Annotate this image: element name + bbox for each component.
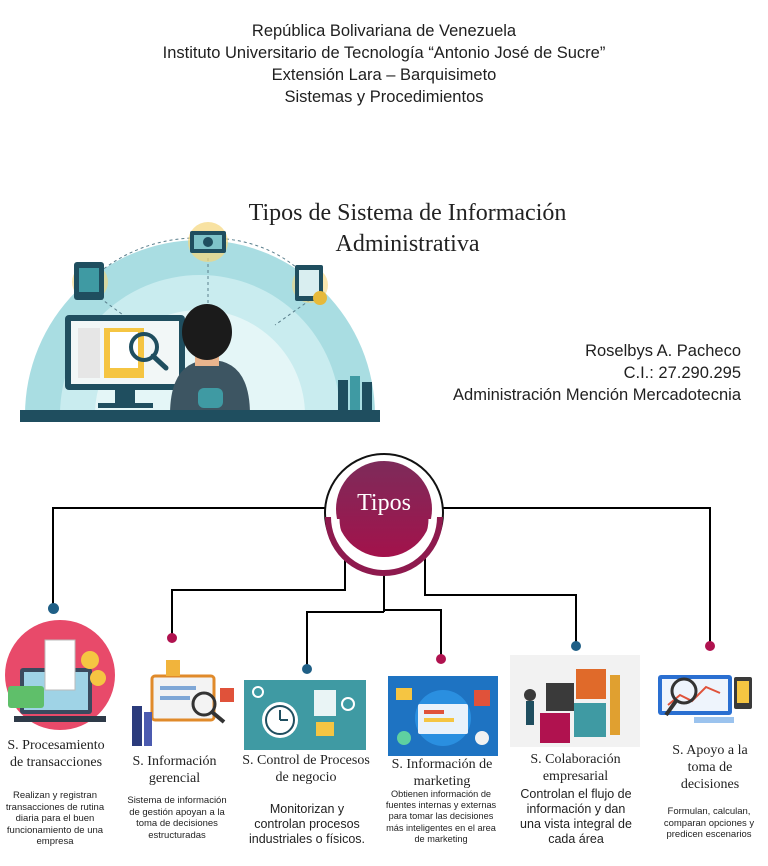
type-6-desc: Formulan, calculan, comparan opciones y …	[663, 806, 755, 840]
connector-dot-2	[167, 633, 177, 643]
type-6-title: S. Apoyo a la toma de decisiones	[672, 743, 748, 792]
type-3-desc: Monitorizan y controlan procesos industr…	[248, 802, 366, 846]
header-line-3: Extensión Lara – Barquisimeto	[271, 66, 497, 84]
transactions-illustration	[5, 620, 115, 730]
type-4-desc: Obtienen información de fuentes internas…	[385, 789, 497, 844]
type-2-desc: Sistema de información de gestión apoyan…	[127, 795, 227, 841]
type-5-desc: Controlan el flujo de información y dan …	[520, 787, 632, 846]
tipos-hub-circle	[324, 453, 444, 576]
collaboration-illustration	[510, 655, 640, 747]
title-line-2: Administrativa	[335, 231, 480, 257]
header-line-4: Sistemas y Procedimientos	[284, 88, 484, 106]
type-1-title: S. Procesamiento de transacciones	[7, 738, 105, 770]
connector-dot-6	[705, 641, 715, 651]
management-info-illustration	[132, 660, 234, 746]
author-id: C.I.: 27.290.295	[623, 364, 741, 382]
author-career: Administración Mención Mercadotecnia	[453, 386, 741, 404]
type-2-title: S. Información gerencial	[132, 754, 217, 786]
type-1-desc: Realizan y registran transacciones de ru…	[5, 790, 105, 847]
connector-dot-4	[436, 654, 446, 664]
hub-label: Tipos	[357, 490, 411, 516]
author-name: Roselbys A. Pacheco	[585, 342, 741, 360]
process-control-illustration	[244, 680, 366, 750]
type-5-title: S. Colaboración empresarial	[530, 752, 621, 784]
type-4-title: S. Información de marketing	[391, 757, 493, 789]
connector-dot-5	[571, 641, 581, 651]
marketing-info-illustration	[388, 676, 498, 756]
connector-dot-1	[48, 603, 59, 614]
type-3-title: S. Control de Procesos de negocio	[242, 753, 370, 785]
connector-dot-3	[302, 664, 312, 674]
header-line-2: Instituto Universitario de Tecnología “A…	[162, 44, 606, 62]
decision-support-illustration	[658, 675, 752, 723]
author-block: Roselbys A. Pacheco C.I.: 27.290.295 Adm…	[453, 340, 741, 406]
title-line-1: Tipos de Sistema de Información	[248, 200, 567, 226]
institution-header: República Bolivariana de Venezuela Insti…	[0, 20, 768, 108]
page-title: Tipos de Sistema de Información Administ…	[205, 198, 610, 260]
header-line-1: República Bolivariana de Venezuela	[251, 22, 517, 40]
computer-user-illustration	[20, 222, 380, 422]
